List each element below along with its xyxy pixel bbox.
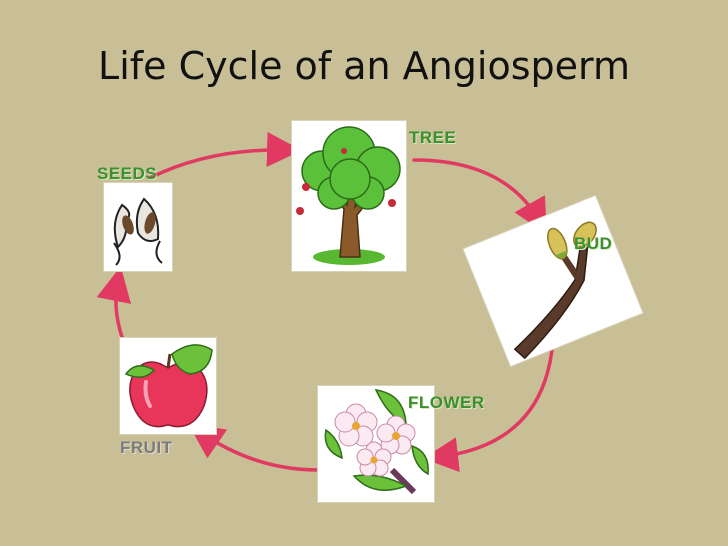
arrow-seeds-to-tree (148, 131, 302, 180)
bud-icon (513, 221, 597, 360)
flower-icon (324, 389, 429, 495)
stage-label-seeds: SEEDS (97, 164, 158, 183)
slide-title: Life Cycle of an Angiosperm (98, 44, 630, 88)
seeds-icon (113, 197, 163, 266)
tree-icon (296, 126, 401, 265)
stage-label-flower: FLOWER (408, 393, 485, 412)
stage-label-bud: BUD (574, 234, 613, 253)
fruit-card (120, 338, 216, 434)
stage-label-fruit: FRUIT (120, 438, 173, 457)
apple-icon (124, 344, 213, 428)
stage-label-tree: TREE (409, 128, 457, 147)
seeds-card (104, 183, 172, 271)
arrow-flower-to-fruit (188, 424, 320, 472)
bud-card (463, 195, 643, 367)
arrow-tree-to-bud (412, 158, 547, 235)
arrow-bud-to-flower (423, 338, 555, 473)
flower-card (318, 386, 434, 502)
tree-card (292, 121, 406, 271)
